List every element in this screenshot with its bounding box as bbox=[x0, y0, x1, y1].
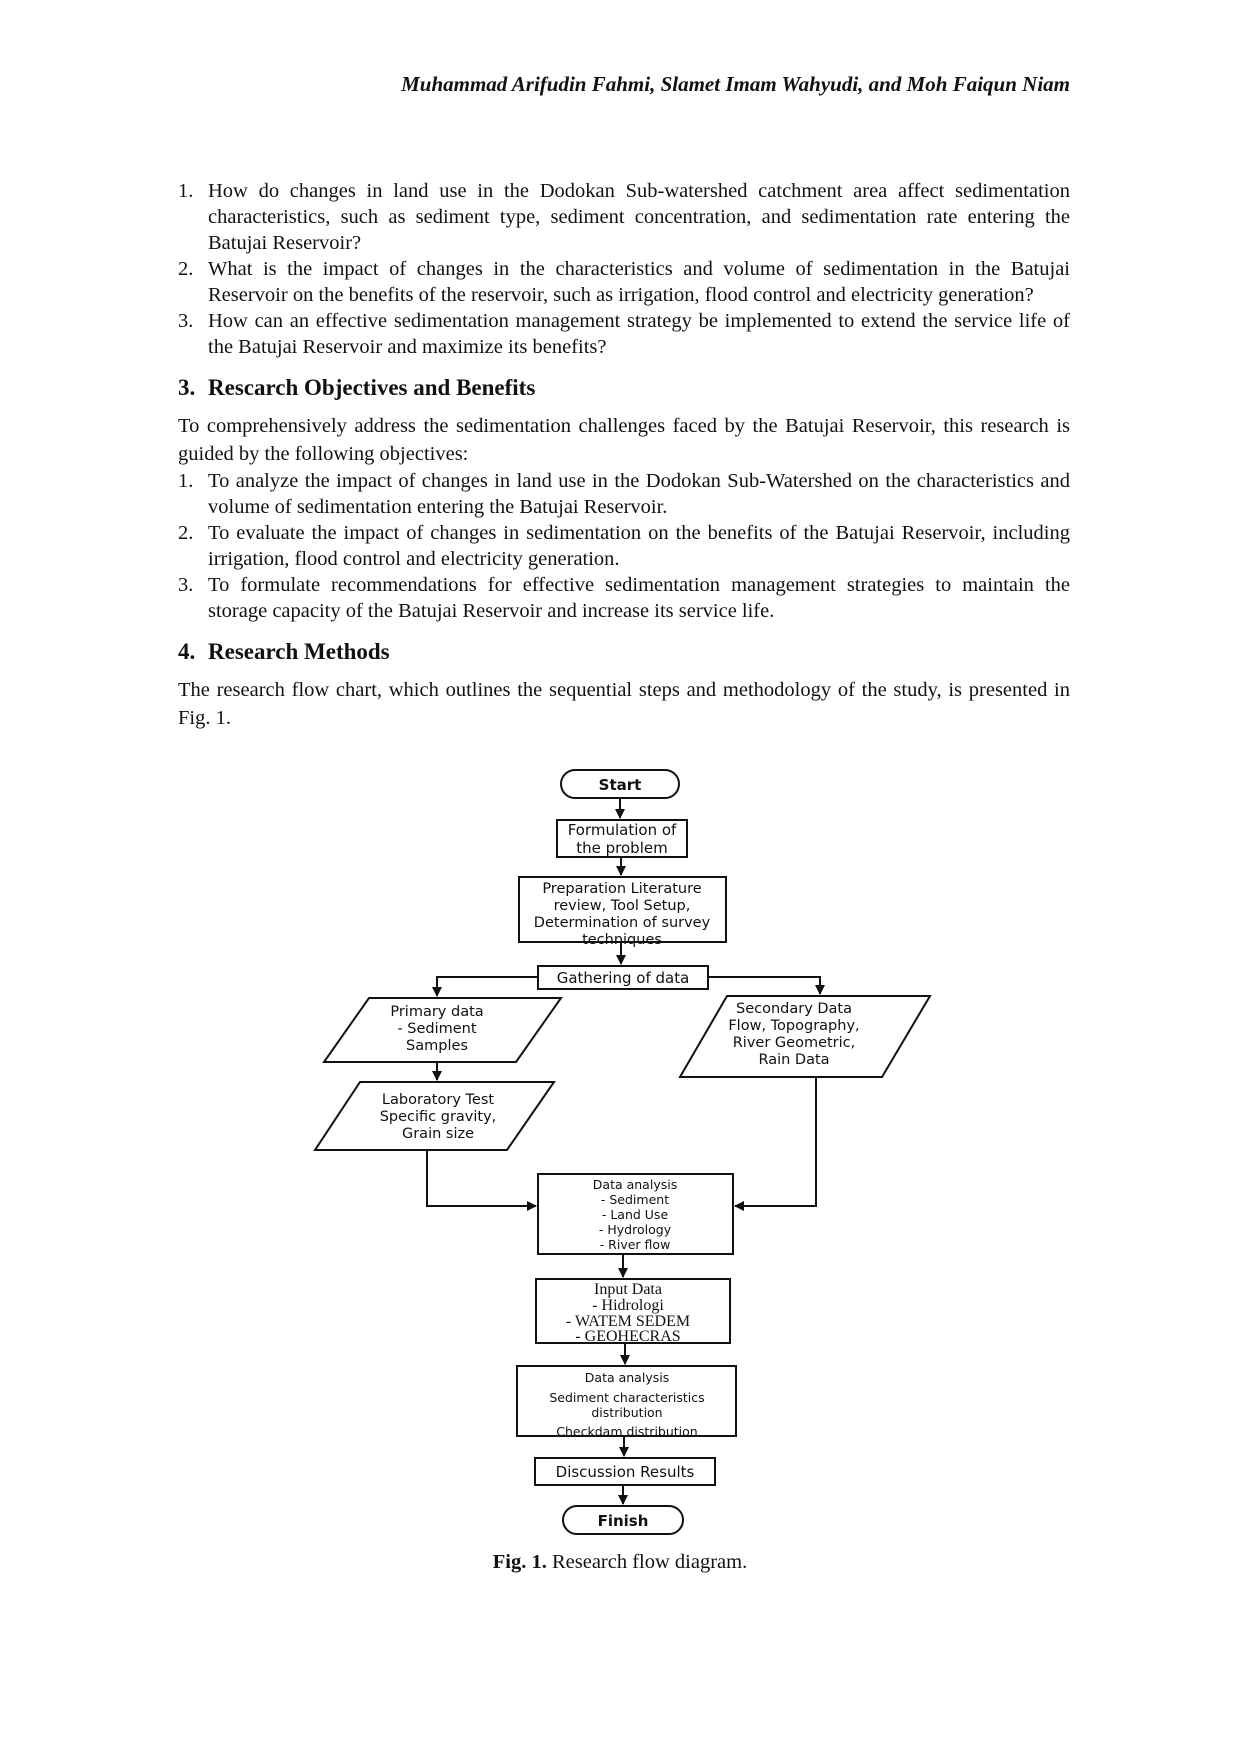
laboratory-label: Grain size bbox=[402, 1126, 474, 1142]
secondary-data-parallelogram bbox=[678, 995, 932, 1078]
discussion-label: Discussion Results bbox=[556, 1463, 695, 1481]
arrow-gathering-primary bbox=[432, 976, 538, 997]
formulation-label: the problem bbox=[576, 839, 667, 857]
data-analysis-1-label: - River flow bbox=[600, 1237, 671, 1252]
list-item: 1.To analyze the impact of changes in la… bbox=[178, 470, 1070, 518]
data-analysis-2-box bbox=[516, 1365, 737, 1437]
primary-data-label: Primary data bbox=[390, 1004, 483, 1020]
input-data-label: - Hidrologi bbox=[592, 1297, 664, 1314]
data-analysis-1-box bbox=[537, 1173, 734, 1255]
secondary-data-label: Rain Data bbox=[758, 1052, 829, 1068]
methods-intro: The research flow chart, which outlines … bbox=[178, 679, 1070, 729]
primary-data-label: - Sediment bbox=[397, 1021, 476, 1037]
arrow-laboratory-analysis bbox=[426, 1150, 537, 1211]
figure-caption: Fig. 1. Research flow diagram. bbox=[492, 1551, 748, 1573]
finish-terminal bbox=[562, 1505, 684, 1535]
formulation-label: Formulation of bbox=[568, 821, 677, 839]
objectives-intro: To comprehensively address the sedimenta… bbox=[178, 415, 1070, 465]
list-item: 1.How do changes in land use in the Dodo… bbox=[178, 180, 1070, 254]
list-item: 2.What is the impact of changes in the c… bbox=[178, 258, 1070, 306]
arrow-secondary-analysis bbox=[734, 1077, 817, 1211]
data-analysis-1-label: - Land Use bbox=[602, 1207, 669, 1222]
list-item: 3.To formulate recommendations for effec… bbox=[178, 574, 1070, 622]
objectives-list: 1.To analyze the impact of changes in la… bbox=[178, 468, 1070, 624]
secondary-data-label: Secondary Data bbox=[736, 1001, 852, 1017]
preparation-label: review, Tool Setup, bbox=[554, 898, 691, 914]
laboratory-label: Specific gravity, bbox=[380, 1109, 497, 1125]
body-content: 1.How do changes in land use in the Dodo… bbox=[178, 178, 1070, 732]
preparation-box bbox=[518, 876, 727, 943]
formulation-box bbox=[556, 819, 688, 858]
list-item: 3.How can an effective sedimentation man… bbox=[178, 310, 1070, 358]
data-analysis-2-label: Sediment characteristics bbox=[549, 1390, 704, 1405]
gathering-label: Gathering of data bbox=[557, 969, 690, 987]
gathering-box bbox=[537, 965, 709, 990]
secondary-data-label: River Geometric, bbox=[733, 1035, 856, 1051]
data-analysis-1-label: Data analysis bbox=[593, 1177, 677, 1192]
laboratory-label: Laboratory Test bbox=[382, 1092, 494, 1108]
data-analysis-1-label: - Sediment bbox=[601, 1192, 669, 1207]
input-data-label: - GEOHECRAS bbox=[575, 1328, 680, 1345]
primary-data-parallelogram bbox=[322, 997, 563, 1063]
start-terminal bbox=[560, 769, 680, 799]
section-heading-methods: 4.Research Methods bbox=[178, 639, 390, 664]
finish-label: Finish bbox=[598, 1512, 649, 1530]
arrow-gathering-secondary bbox=[708, 976, 825, 995]
data-analysis-1-label: - Hydrology bbox=[599, 1222, 672, 1237]
research-questions-list: 1.How do changes in land use in the Dodo… bbox=[178, 178, 1070, 360]
data-analysis-2-label: distribution bbox=[591, 1405, 662, 1420]
preparation-label: Determination of survey bbox=[534, 915, 711, 931]
section-heading-objectives: 3.Rescarch Objectives and Benefits bbox=[178, 375, 536, 400]
discussion-box bbox=[534, 1457, 716, 1486]
primary-data-label: Samples bbox=[406, 1038, 468, 1054]
running-header: Muhammad Arifudin Fahmi, Slamet Imam Wah… bbox=[401, 72, 1070, 96]
list-item: 2.To evaluate the impact of changes in s… bbox=[178, 522, 1070, 570]
input-data-label: - WATEM SEDEM bbox=[566, 1313, 690, 1330]
input-data-label: Input Data bbox=[594, 1281, 662, 1298]
laboratory-parallelogram bbox=[313, 1081, 556, 1151]
preparation-label: techniques bbox=[582, 932, 662, 948]
secondary-data-label: Flow, Topography, bbox=[728, 1018, 859, 1034]
start-label: Start bbox=[599, 776, 642, 794]
data-analysis-2-label: Checkdam distribution bbox=[556, 1424, 697, 1439]
input-data-box bbox=[535, 1278, 731, 1344]
data-analysis-2-label: Data analysis bbox=[585, 1370, 669, 1385]
preparation-label: Preparation Literature bbox=[542, 881, 701, 897]
